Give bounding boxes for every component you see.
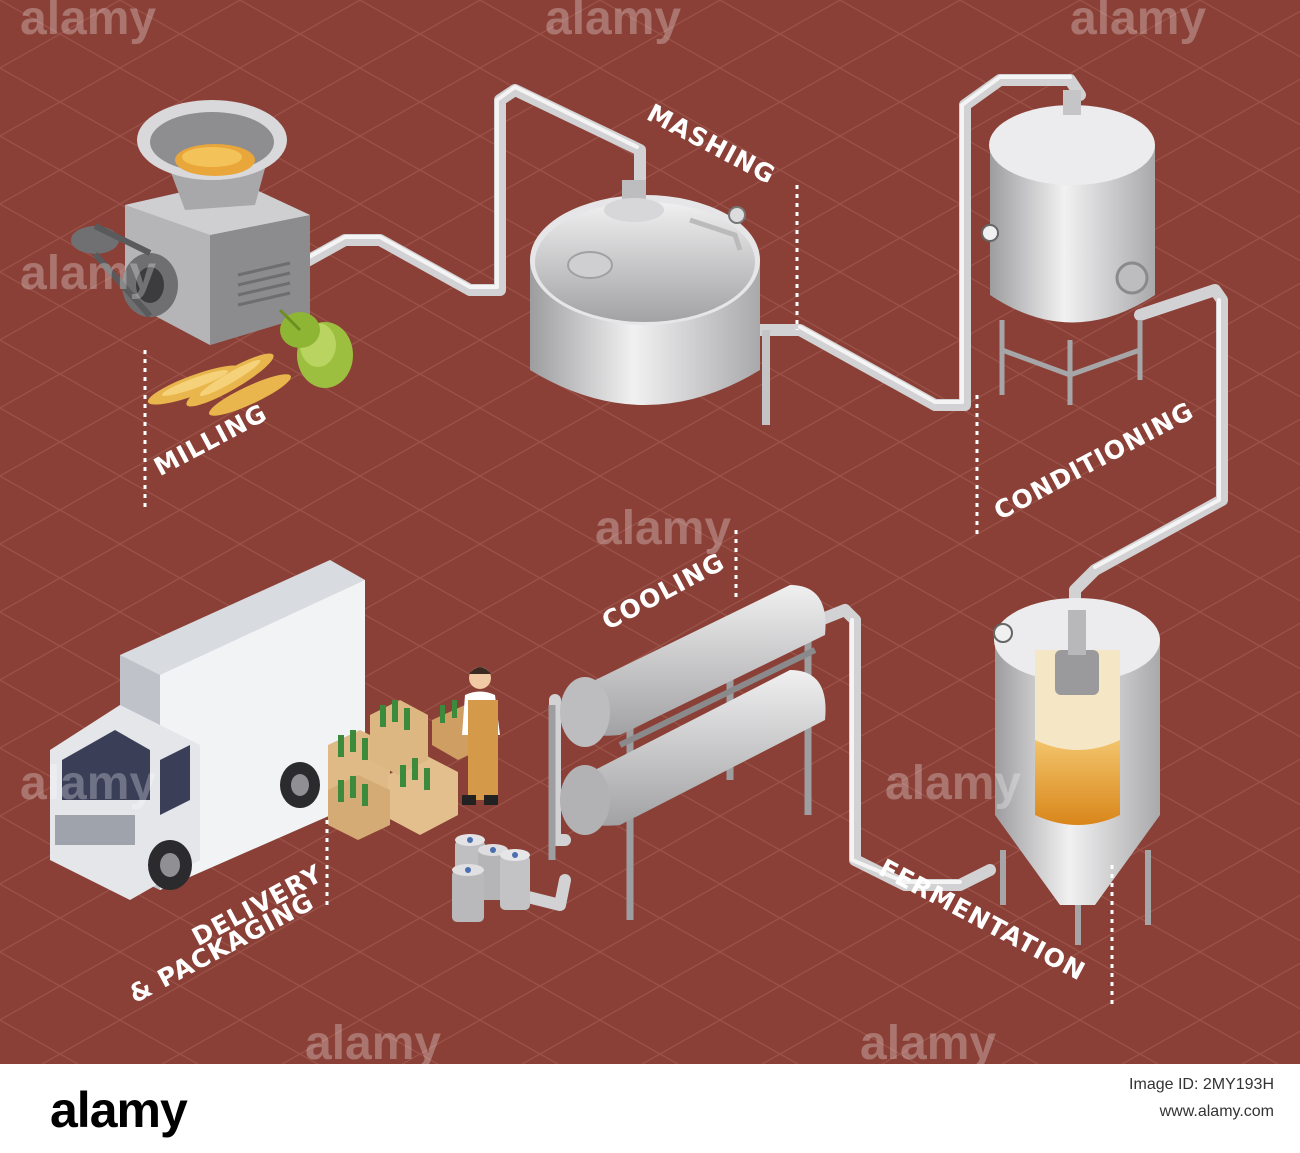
- watermark: alamy: [305, 1017, 442, 1065]
- image-info: Image ID: 2MY193H www.alamy.com: [1129, 1076, 1274, 1121]
- watermark: alamy: [20, 0, 157, 45]
- beer-crates: [328, 700, 490, 840]
- pipe-highlights: [298, 75, 1221, 884]
- process-diagram: alamy alamy alamy alamy alamy alamy alam…: [0, 0, 1300, 1064]
- footer-bar: alamy Image ID: 2MY193H www.alamy.com: [0, 1064, 1300, 1153]
- site-url: www.alamy.com: [1159, 1103, 1274, 1120]
- watermark: alamy: [885, 757, 1022, 810]
- watermark: alamy: [1070, 0, 1207, 45]
- watermark: alamy: [595, 502, 732, 555]
- milling-machine: [71, 100, 310, 345]
- alamy-logo: alamy: [50, 1082, 188, 1138]
- conditioning-tank: [981, 90, 1155, 405]
- watermark: alamy: [20, 247, 157, 300]
- hops-and-wheat: [147, 308, 353, 416]
- image-id: Image ID: 2MY193H: [1129, 1076, 1274, 1093]
- watermark: alamy: [545, 0, 682, 45]
- watermark: alamy: [20, 757, 157, 810]
- mash-tun: [530, 180, 770, 425]
- fermentation-tank: [993, 598, 1160, 945]
- beer-kegs: [452, 834, 530, 922]
- delivery-truck: [50, 560, 365, 900]
- brewery-worker: [462, 667, 500, 805]
- pipes: [294, 74, 1228, 911]
- watermark: alamy: [860, 1017, 997, 1065]
- cooling-unit: [548, 585, 826, 920]
- leader-lines: [143, 185, 1114, 1005]
- diagram-canvas: [0, 0, 1300, 1064]
